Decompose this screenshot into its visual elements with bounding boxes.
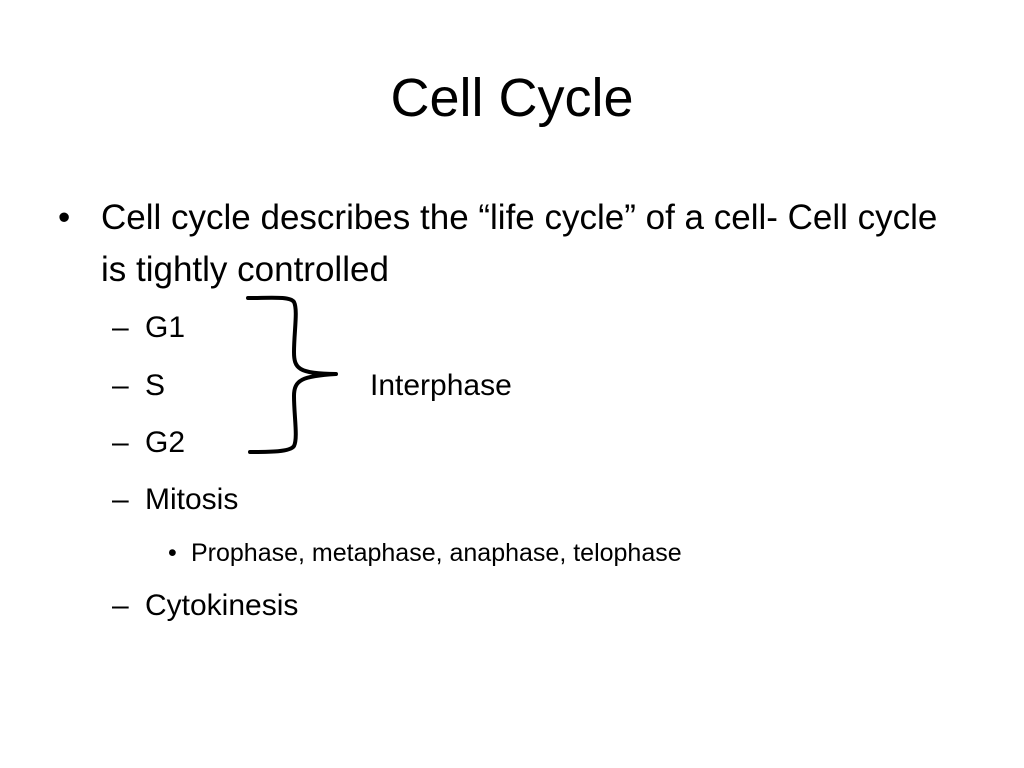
dash-marker: – — [112, 311, 129, 344]
bullet-marker: • — [58, 198, 71, 237]
curly-brace-icon — [246, 295, 338, 454]
main-bullet-text: Cell cycle describes the “life cycle” of… — [101, 198, 938, 289]
mitosis-phases-label: Prophase, metaphase, anaphase, telophase — [191, 539, 682, 567]
sub-item-label: G2 — [145, 426, 186, 459]
slide-title: Cell Cycle — [390, 68, 634, 128]
dash-marker: – — [112, 369, 129, 402]
sub-item-label: Mitosis — [145, 483, 239, 516]
dash-marker: – — [112, 589, 129, 622]
interphase-label: Interphase — [370, 369, 512, 402]
dash-marker: – — [112, 483, 129, 516]
sub-item-label: S — [145, 369, 166, 402]
bullet-marker: • — [168, 539, 177, 567]
sub-item-label: Cytokinesis — [145, 589, 299, 622]
dash-marker: – — [112, 426, 129, 459]
sub-item-label: G1 — [145, 311, 186, 344]
